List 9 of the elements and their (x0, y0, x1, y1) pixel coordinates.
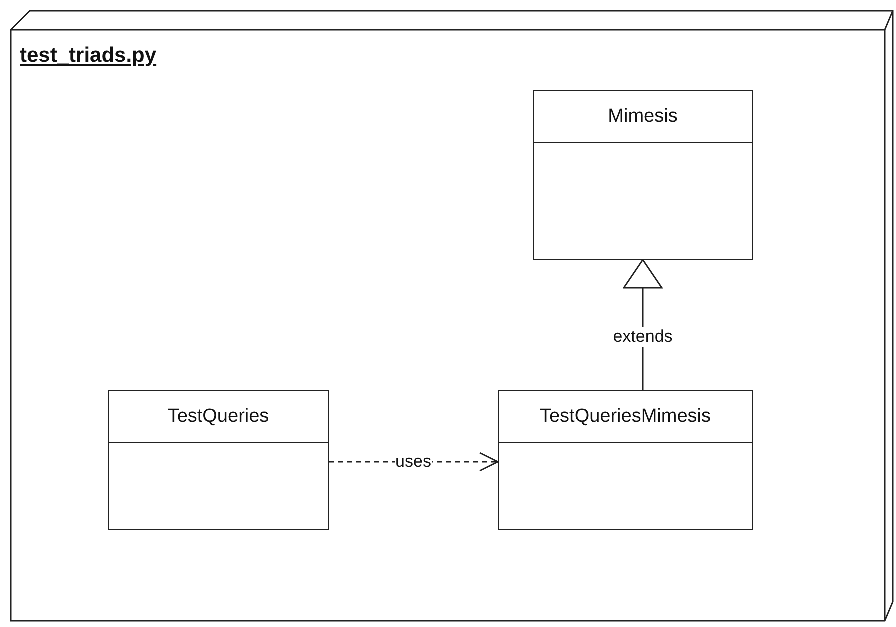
class-box (533, 90, 753, 260)
class-name: Mimesis (534, 91, 752, 143)
class-name: TestQueries (109, 391, 328, 443)
edge-label: extends (612, 327, 674, 347)
class-box (108, 390, 329, 530)
class-box (498, 390, 753, 530)
package-frame (10, 10, 894, 622)
package-name: test_triads.py (20, 44, 157, 68)
class-name: TestQueriesMimesis (499, 391, 752, 443)
